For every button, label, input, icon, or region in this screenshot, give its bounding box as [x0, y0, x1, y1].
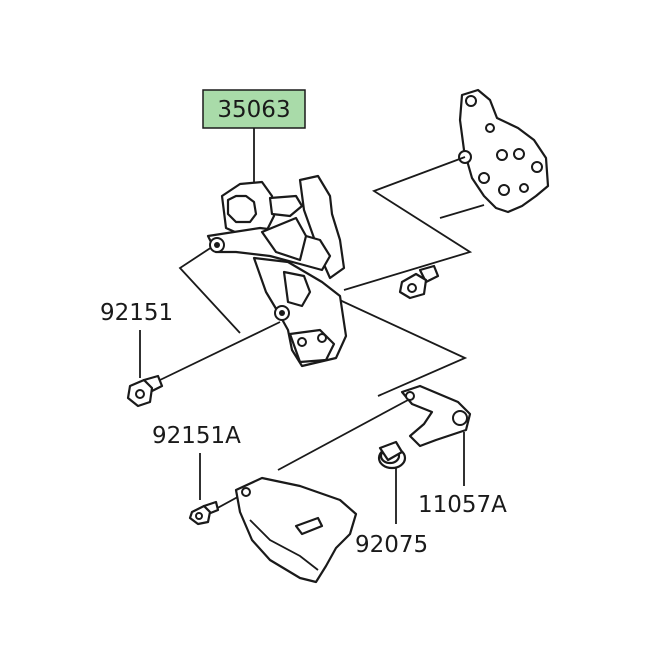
assembly-line-left [178, 244, 241, 334]
screw-92151[interactable] [126, 374, 164, 408]
assembly-line-upper [343, 156, 473, 291]
label-92075[interactable]: 92075 [355, 532, 428, 558]
lower-bracket-11057A[interactable] [400, 384, 472, 448]
flange-bolt[interactable] [398, 264, 440, 300]
frame-bracket-plate [458, 88, 550, 214]
bottom-cover-plate[interactable] [234, 476, 358, 584]
assembly-line-plate [439, 204, 485, 219]
label-highlight-35063 [202, 89, 306, 129]
label-92151A[interactable]: 92151A [152, 423, 241, 449]
main-bracket-35063[interactable] [206, 174, 348, 368]
grommet-92075[interactable] [377, 440, 407, 470]
assembly-line-lower [317, 289, 468, 397]
assembly-line-screw-92151 [159, 321, 281, 381]
assembly-line-bottom-plate [277, 399, 409, 471]
screw-92151A[interactable] [188, 500, 220, 526]
label-92151[interactable]: 92151 [100, 300, 173, 326]
label-35063[interactable]: 35063 [217, 97, 290, 123]
label-11057A[interactable]: 11057A [418, 492, 507, 518]
